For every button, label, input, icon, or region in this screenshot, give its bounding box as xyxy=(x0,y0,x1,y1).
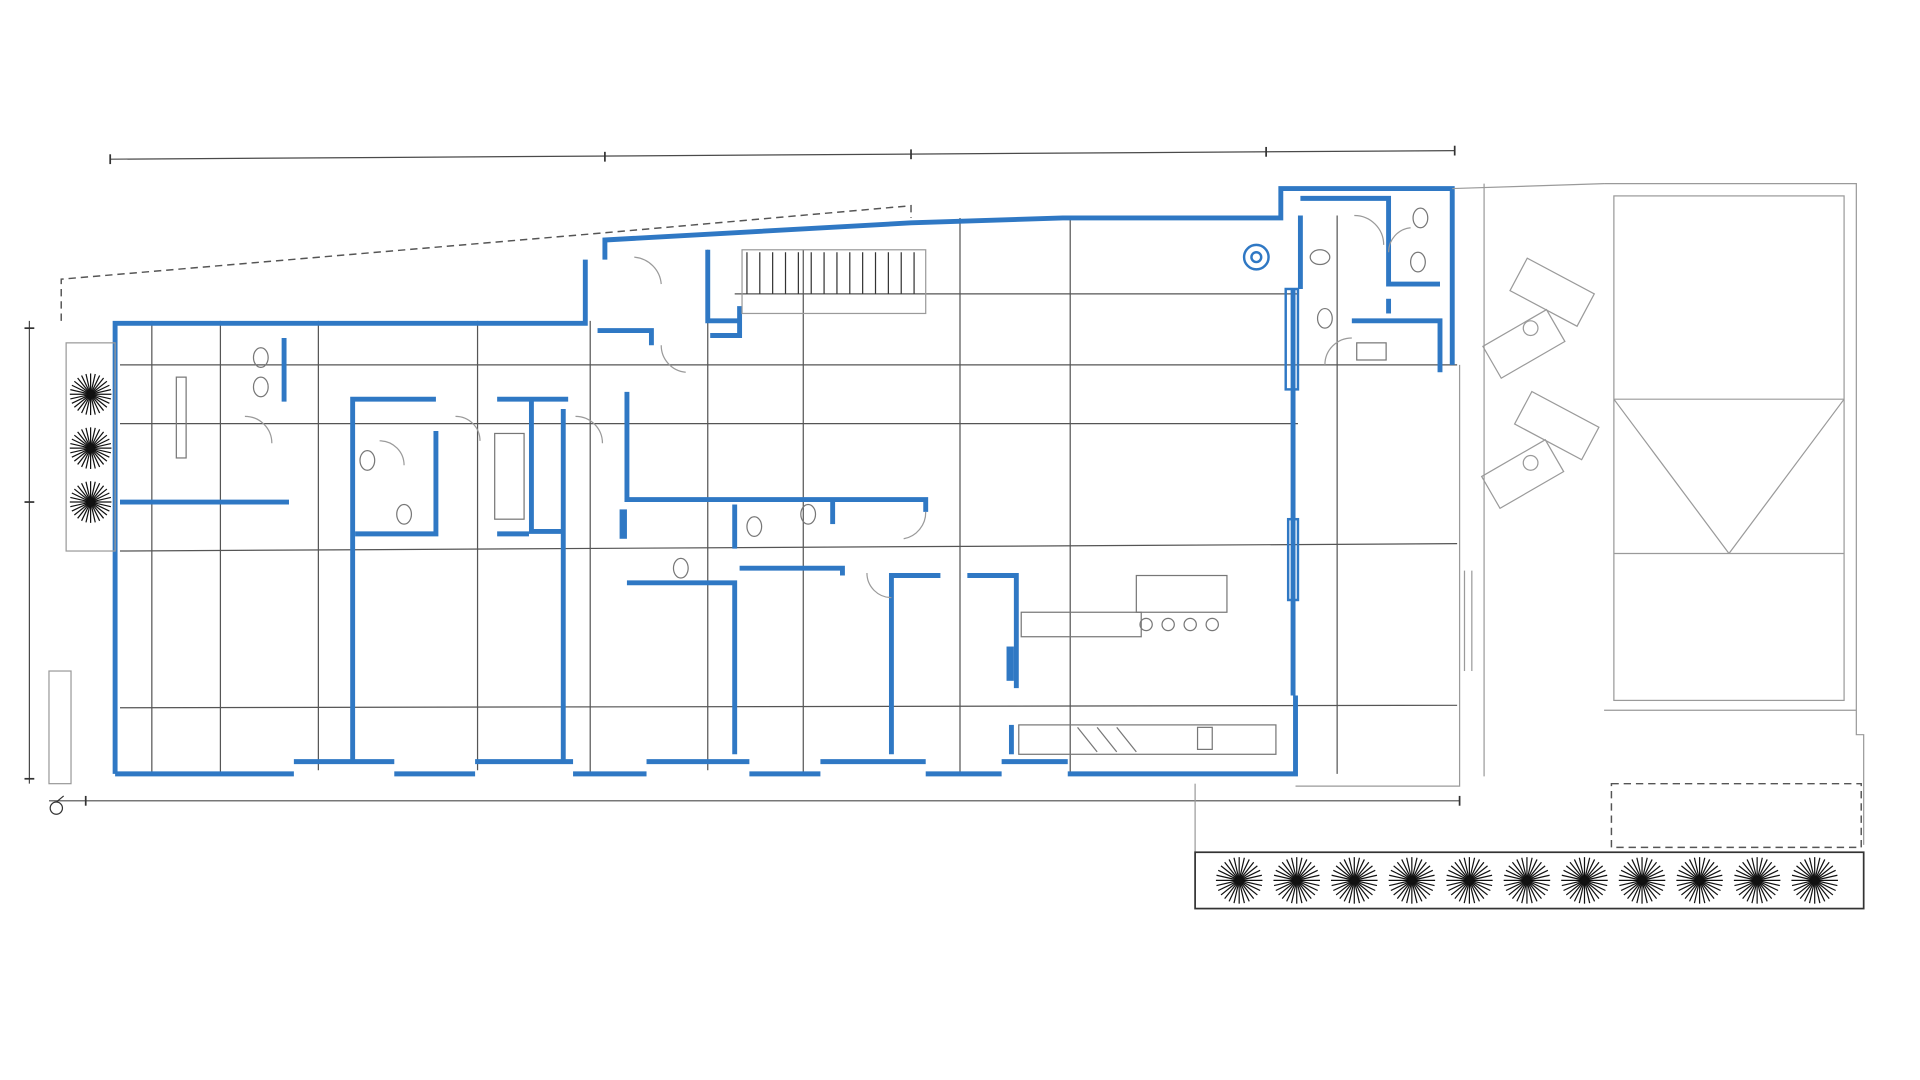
tree-symbol-icon xyxy=(1331,857,1378,904)
door-swings xyxy=(244,214,1411,599)
site-boundary xyxy=(1194,183,1605,909)
tree-symbol-icon xyxy=(1561,857,1608,904)
interior-walls xyxy=(120,195,1443,762)
tree-symbol-icon xyxy=(69,373,112,416)
tree-symbol-icon xyxy=(69,481,112,523)
tree-symbol-icon xyxy=(1618,857,1666,904)
bottom-planter xyxy=(1194,782,1865,910)
fixtures xyxy=(175,207,1429,755)
roof-outline xyxy=(60,204,912,321)
tree-symbol-icon xyxy=(1215,857,1263,904)
structural-grid xyxy=(119,215,1458,774)
tree-symbol-icon xyxy=(1791,857,1838,904)
bottom-dimension-chain xyxy=(48,795,1461,806)
facade-door-clearance xyxy=(1463,570,1473,672)
tree-symbol-icon xyxy=(1388,857,1436,904)
window-markers xyxy=(619,287,1300,681)
left-planter xyxy=(48,342,116,785)
north-arrow-icon xyxy=(49,795,65,815)
tree-symbol-icon xyxy=(1503,857,1551,904)
tree-symbol-icon xyxy=(1446,857,1493,904)
column-symbol-icon xyxy=(1242,243,1270,271)
tree-symbol-icon xyxy=(1676,857,1723,904)
exterior-walls xyxy=(112,186,1455,777)
staircase xyxy=(741,249,927,315)
top-dimension-chain xyxy=(109,145,1456,165)
tree-symbol-icon xyxy=(1273,857,1320,904)
garden-loungers xyxy=(1480,257,1600,510)
tree-symbol-icon xyxy=(1733,857,1781,904)
pool-area xyxy=(1604,183,1865,845)
bottom-wall-openings xyxy=(293,759,1068,778)
tree-symbol-icon xyxy=(69,427,112,469)
left-dimension-chain xyxy=(24,320,35,784)
